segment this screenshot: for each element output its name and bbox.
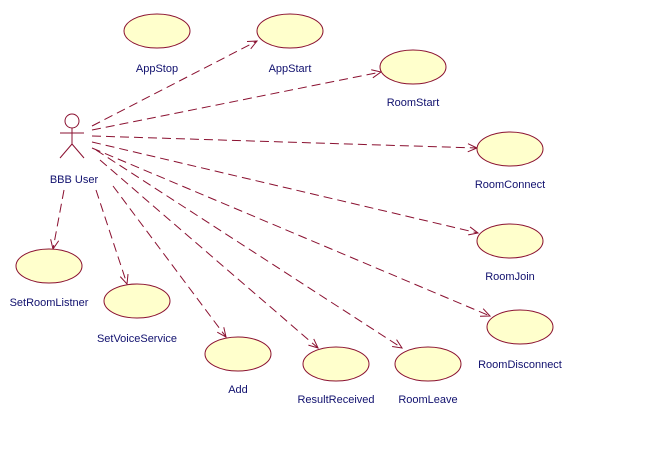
association-resultreceived — [99, 159, 319, 349]
use-case-appstart[interactable]: AppStart — [256, 13, 324, 75]
use-case-roomjoin[interactable]: RoomJoin — [476, 223, 544, 283]
use-case-label: RoomDisconnect — [478, 359, 562, 371]
arrow-head-setvoiceservice — [119, 274, 129, 286]
actor-right-leg — [71, 143, 85, 159]
use-case-appstop[interactable]: AppStop — [123, 13, 191, 75]
association-roomleave — [95, 149, 403, 349]
use-case-ellipse — [476, 223, 544, 259]
association-add — [112, 185, 227, 338]
use-case-ellipse — [204, 336, 272, 372]
use-case-ellipse — [379, 49, 447, 85]
association-roomstart — [91, 71, 382, 131]
use-case-setvoiceservice[interactable]: SetVoiceService — [97, 283, 177, 345]
use-case-label: AppStart — [269, 63, 312, 75]
use-case-ellipse — [103, 283, 171, 319]
use-cases: AppStop AppStartRoomStartRoomConnectRoomJ… — [10, 13, 562, 406]
use-case-ellipse — [15, 248, 83, 284]
use-case-ellipse — [486, 309, 554, 345]
actor-bbb-user[interactable]: BBB User — [50, 113, 99, 186]
use-case-label: AppStop — [136, 63, 178, 75]
use-case-label: RoomStart — [387, 97, 440, 109]
arrow-head-roomjoin — [468, 226, 480, 236]
use-case-label: ResultReceived — [297, 394, 374, 406]
use-case-label: SetVoiceService — [97, 333, 177, 345]
use-case-roomstart[interactable]: RoomStart — [379, 49, 447, 109]
association-appstart — [91, 40, 258, 127]
use-case-setroomlistner[interactable]: SetRoomListner — [10, 248, 89, 309]
use-case-ellipse — [476, 131, 544, 167]
arrow-head-resultreceived — [308, 338, 319, 349]
arrow-head-appstart — [246, 40, 259, 50]
use-case-label: SetRoomListner — [10, 297, 89, 309]
arrow-head-roomleave — [392, 339, 404, 349]
association-roomjoin — [91, 141, 479, 234]
use-case-ellipse — [302, 346, 370, 382]
use-case-label: RoomLeave — [398, 394, 457, 406]
use-case-ellipse — [256, 13, 324, 49]
actor-label: BBB User — [50, 174, 99, 186]
association-setroomlistner — [52, 189, 65, 250]
use-case-roomconnect[interactable]: RoomConnect — [475, 131, 545, 191]
associations — [50, 40, 492, 349]
use-case-label: Add — [228, 384, 248, 396]
use-case-ellipse — [394, 346, 462, 382]
use-case-resultreceived[interactable]: ResultReceived — [297, 346, 375, 406]
arrow-head-roomdisconnect — [479, 308, 492, 317]
use-case-label: RoomJoin — [485, 271, 535, 283]
use-case-label: RoomConnect — [475, 179, 545, 191]
association-roomdisconnect — [91, 147, 491, 317]
arrow-head-setroomlistner — [50, 239, 60, 251]
association-setvoiceservice — [95, 189, 128, 285]
use-case-ellipse — [123, 13, 191, 49]
use-case-roomdisconnect[interactable]: RoomDisconnect — [478, 309, 562, 371]
use-case-roomleave[interactable]: RoomLeave — [394, 346, 462, 406]
use-case-add[interactable]: Add — [204, 336, 272, 396]
arrow-head-add — [217, 327, 227, 338]
actor-head — [64, 113, 80, 129]
actor-left-leg — [59, 143, 73, 159]
association-roomconnect — [91, 135, 478, 149]
